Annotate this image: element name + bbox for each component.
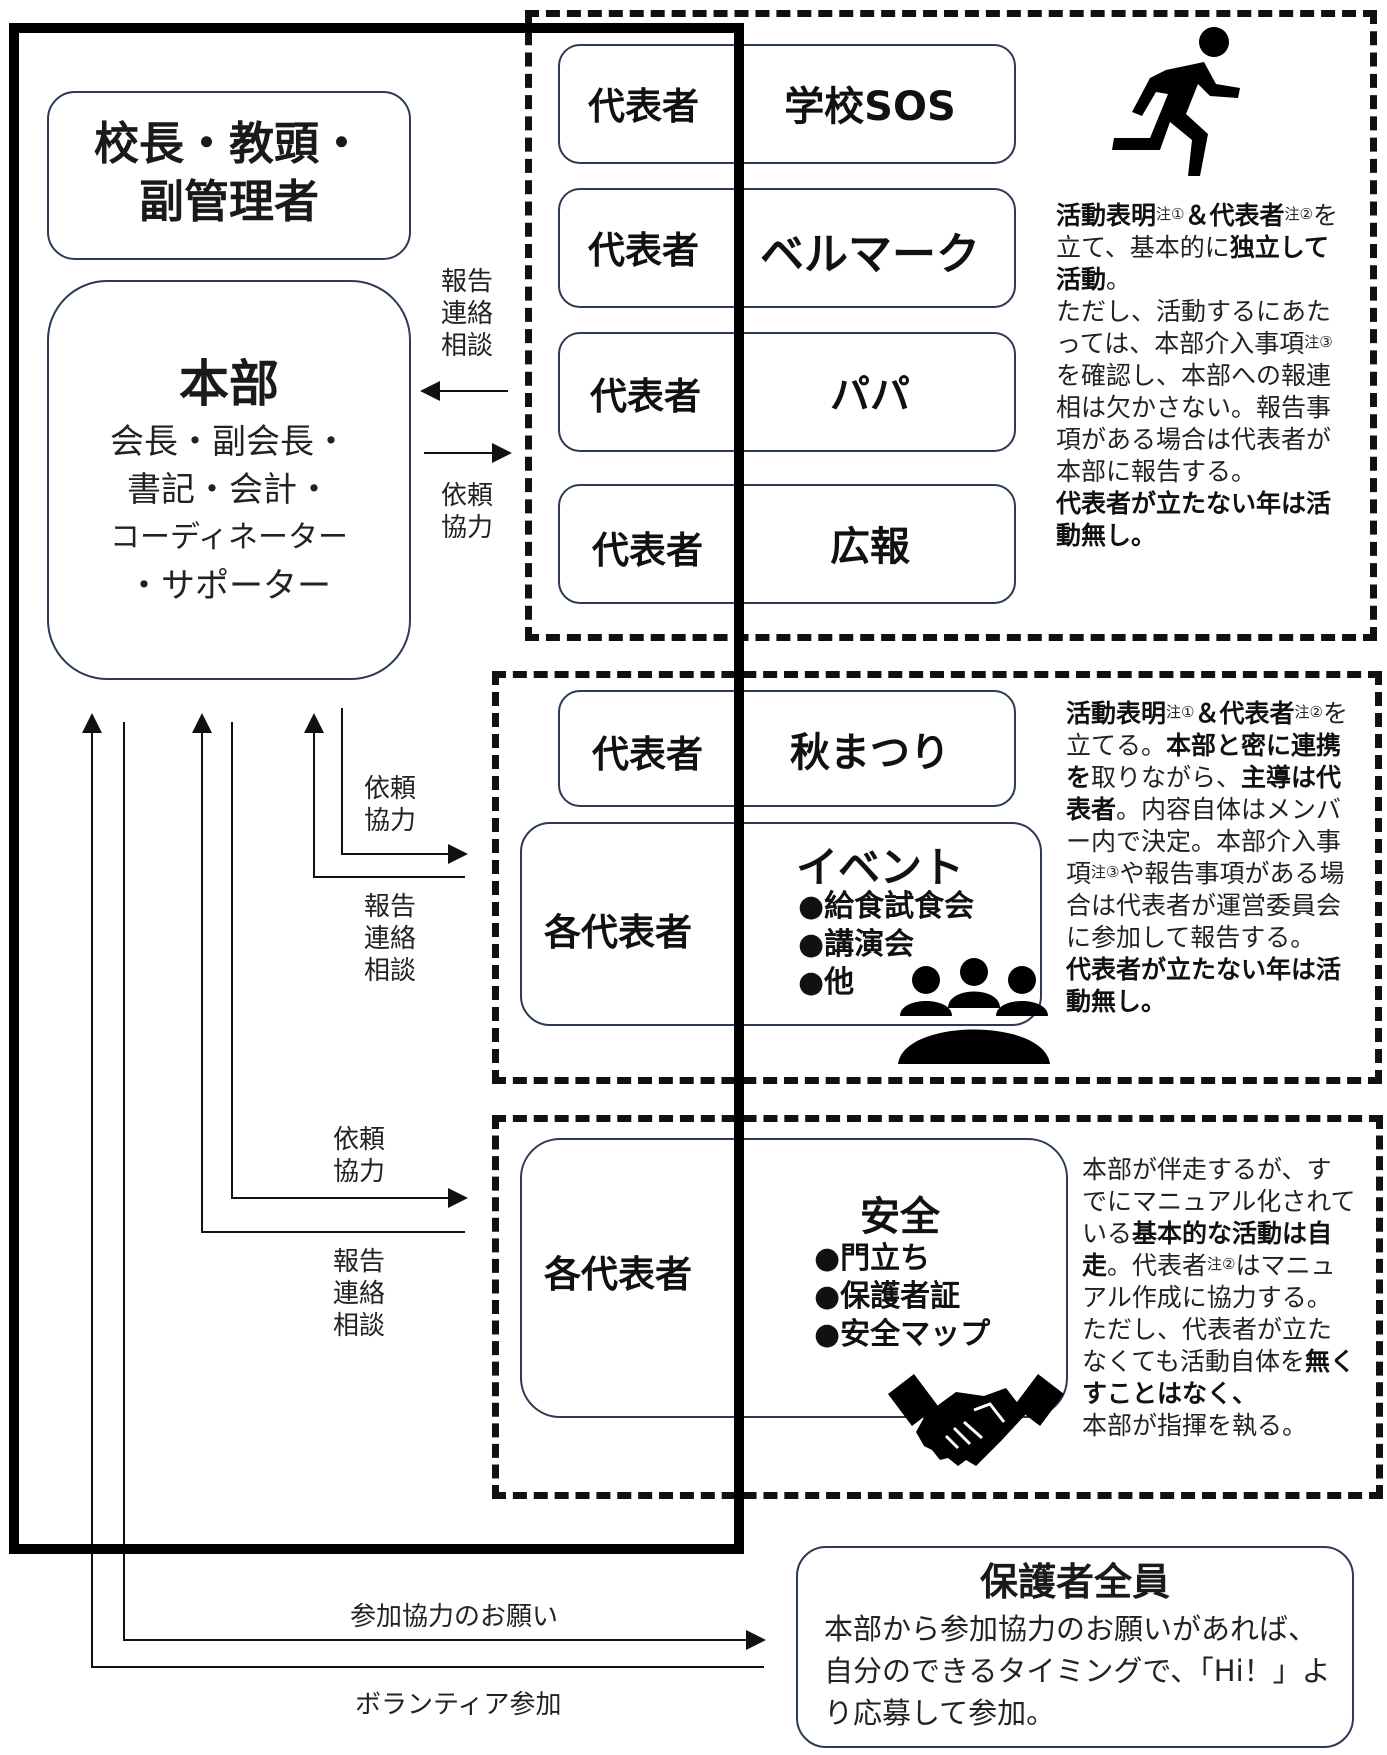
group1-row-pr [558,484,1016,604]
group3-list: ●門立ち ●保護者証 ●安全マップ [814,1240,990,1354]
handshake-icon [888,1374,1064,1466]
group2-activity-autumn: 秋まつり [790,730,950,776]
parents-body: 本部から参加協力のお願いがあれば、自分のできるタイミングで、「Hi！」より応募し… [824,1612,1331,1730]
honbu-title: 本部 [179,355,279,413]
report-label-group2: 報告連絡相談 [363,892,416,986]
bottom-volunteer-label: ボランティア参加 [355,1690,562,1720]
group1-activity-1: ベルマーク [760,229,980,280]
group2-dashed-box [492,671,1382,1084]
group3-reps-label: 各代表者 [544,1253,692,1296]
group1-activity-3: 広報 [830,524,910,570]
arrow-request-to-parents [123,722,766,1650]
group1-rep-label-1: 代表者 [588,229,699,272]
group1-activity-0: 学校SOS [784,84,956,130]
leadership-line2: 副管理者 [138,175,319,228]
bottom-request-label: 参加協力のお願い [350,1602,559,1632]
report-label-group3: 報告連絡相談 [332,1247,385,1341]
bullet-guardian-id: ●保護者証 [814,1279,961,1314]
group2-reps-label: 各代表者 [544,911,692,954]
group1-activity-2: パパ [830,372,910,418]
arrow-report-from-group2 [304,713,465,878]
honbu-line2: 書記・会計・ [127,470,331,510]
group1-row-school-sos [558,44,1016,164]
meeting-group-icon [898,958,1050,1064]
group2-event-list: ●給食試食会 ●講演会 ●他 [798,888,974,1002]
group2-event-title: イベント [795,843,964,892]
bullet-lecture: ●講演会 [798,927,915,962]
bullet-gate: ●門立ち [814,1241,931,1276]
group2-note: 活動表明注①＆代表者注②を立てる。本部と密に連携を取りながら、主導は代表者。内容… [1066,699,1348,1016]
bullet-safety-map: ●安全マップ [814,1317,991,1352]
group1-row-papa [558,332,1016,452]
group3-note: 本部が伴走するが、すでにマニュアル化されている基本的な活動は自走。代表者注②はマ… [1082,1155,1356,1440]
parents-box: 保護者全員 本部から参加協力のお願いがあれば、自分のできるタイミングで、「Hi！… [796,1546,1354,1748]
bullet-other: ●他 [798,965,855,1000]
group1-rep-label-3: 代表者 [592,529,703,572]
group2-row-autumn-festival [558,690,1016,807]
arrow-request-to-group3 [231,722,468,1208]
parents-title: 保護者全員 [979,1560,1170,1604]
arrow-request-to-group2 [341,708,468,864]
group1-rep-label-0: 代表者 [588,85,699,128]
group1-note: 活動表明注①＆代表者注②を立て、基本的に独立して活動。 ただし、活動するにあたっ… [1056,201,1338,550]
honbu-box: 本部 会長・副会長・ 書記・会計・ コーディネーター ・サポーター [47,280,411,680]
honbu-line1: 会長・副会長・ [110,422,348,462]
request-label-group3: 依頼協力 [332,1125,385,1187]
organization-frame [9,23,744,1554]
running-person-icon [1112,27,1240,176]
bullet-lunch-tasting: ●給食試食会 [798,889,975,924]
group1-rep-label-2: 代表者 [590,375,701,418]
report-label-group1: 報告連絡相談 [440,267,493,361]
leadership-line1: 校長・教頭・ [93,117,364,170]
group1-dashed-box [525,10,1377,641]
arrow-volunteer-to-honbu [82,713,764,1668]
group2-event-box [520,822,1042,1026]
group1-row-bellmark [558,188,1016,308]
honbu-line3: コーディネーター [110,520,348,555]
honbu-line4: ・サポーター [127,566,331,606]
request-label-group2: 依頼協力 [363,774,416,836]
request-label-group1: 依頼協力 [440,481,493,543]
leadership-box: 校長・教頭・ 副管理者 [47,91,411,260]
group2-rep-label: 代表者 [592,733,703,776]
group3-dashed-box [492,1115,1383,1499]
arrow-report-from-group3 [192,713,465,1233]
group3-title: 安全 [860,1194,940,1240]
group3-safety-box [520,1138,1068,1418]
